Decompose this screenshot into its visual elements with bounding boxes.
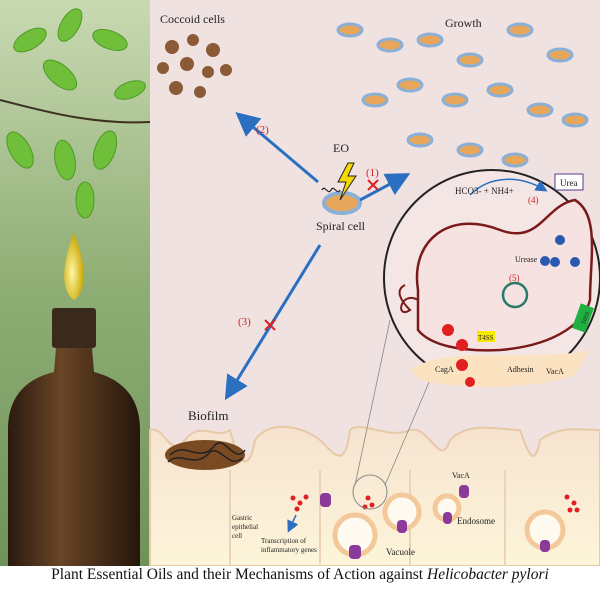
label-eo: EO bbox=[333, 141, 349, 155]
label-vacuole: Vacuole bbox=[386, 547, 415, 557]
label-t6ss: T6SS bbox=[581, 311, 591, 326]
caption-text: Plant Essential Oils and their Mechanism… bbox=[51, 566, 427, 583]
label-vaca: VacA bbox=[452, 471, 470, 480]
label-growth: Growth bbox=[445, 16, 482, 30]
vaca-toxin-icon bbox=[320, 485, 550, 559]
label-t4ss: T4SS bbox=[478, 334, 494, 342]
diagram: Coccoid cells Growth EO Spiral cell (1) … bbox=[0, 0, 600, 566]
mechanism-detail-circle bbox=[383, 169, 600, 388]
inhibition-x-icon bbox=[264, 179, 379, 331]
leaves-icon bbox=[6, 8, 146, 219]
biofilm-cluster bbox=[165, 440, 246, 470]
label-coccoid-cells: Coccoid cells bbox=[160, 12, 225, 26]
flagella-icon bbox=[398, 284, 419, 313]
label-vaca-inner: VacA bbox=[546, 367, 564, 376]
figure-caption: Plant Essential Oils and their Mechanism… bbox=[0, 566, 600, 584]
label-urease: Urease bbox=[515, 255, 538, 264]
label-step-3: (3) bbox=[238, 316, 251, 328]
label-urea: Urea bbox=[560, 178, 578, 188]
gastric-epithelium bbox=[149, 319, 600, 566]
spiral-cell bbox=[321, 162, 362, 215]
plasmid-icon bbox=[501, 281, 529, 309]
caption-species: Helicobacter pylori bbox=[427, 566, 549, 583]
label-transcription: Transcription of bbox=[261, 537, 307, 545]
label-step-2: (2) bbox=[256, 124, 269, 136]
lightning-icon bbox=[337, 162, 357, 201]
label-inflammatory-genes: inflammatory genes bbox=[261, 546, 317, 554]
growth-bacteria-cluster bbox=[336, 22, 589, 168]
label-cell: cell bbox=[232, 532, 242, 540]
label-caga: CagA bbox=[435, 365, 454, 374]
label-biofilm: Biofilm bbox=[188, 408, 228, 423]
label-adhesin: Adhesin bbox=[507, 365, 534, 374]
label-step-5: (5) bbox=[509, 273, 520, 283]
caga-dots bbox=[290, 494, 580, 513]
bottle-icon bbox=[8, 348, 140, 566]
label-gastric: Gastric bbox=[232, 514, 252, 522]
label-spiral-cell: Spiral cell bbox=[316, 219, 366, 233]
label-endosome: Endosome bbox=[457, 516, 495, 526]
coccoid-cells-icon bbox=[157, 34, 232, 98]
label-step-4: (4) bbox=[528, 195, 539, 205]
essential-oil-photo bbox=[0, 0, 151, 566]
oil-drop-icon bbox=[64, 232, 84, 300]
label-epithelial: epithelial bbox=[232, 523, 258, 531]
label-step-1: (1) bbox=[366, 167, 379, 179]
label-hco3-nh4: HCO3- + NH4+ bbox=[455, 186, 514, 196]
